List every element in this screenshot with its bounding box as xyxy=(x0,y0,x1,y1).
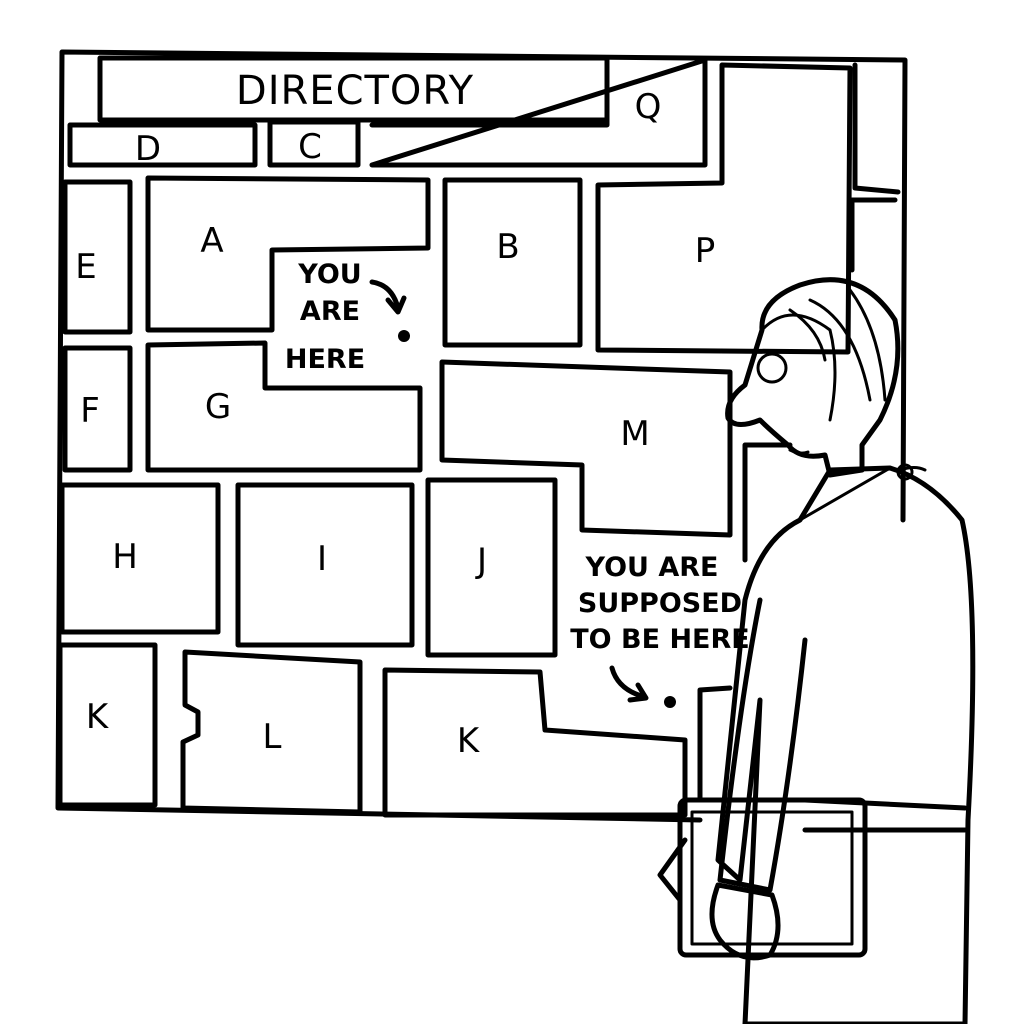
person-figure xyxy=(657,277,976,1024)
you-are-here-line1: YOU xyxy=(297,259,361,290)
label-e: E xyxy=(75,247,96,287)
label-c: C xyxy=(298,127,322,167)
directory-title: DIRECTORY xyxy=(236,68,474,114)
block-c xyxy=(267,119,361,168)
location-dot xyxy=(398,330,410,342)
you-are-here-marker: YOU ARE HERE xyxy=(285,259,410,375)
label-l: L xyxy=(263,717,282,757)
label-h: H xyxy=(112,537,138,577)
block-g xyxy=(145,340,423,473)
block-f xyxy=(62,345,133,473)
label-p: P xyxy=(695,231,716,271)
you-are-here-line2: ARE xyxy=(300,296,360,327)
label-a: A xyxy=(200,221,223,261)
map-board: DIRECTORY D C Q A B P E F G M H I J K L xyxy=(55,49,908,823)
label-d: D xyxy=(135,129,161,169)
block-p xyxy=(595,62,853,355)
supposed-line3: TO BE HERE xyxy=(570,624,749,655)
label-i: I xyxy=(317,539,327,579)
stethoscope-icon xyxy=(896,463,914,481)
block-a xyxy=(145,175,431,333)
block-k xyxy=(382,667,688,818)
supposed-line1: YOU ARE xyxy=(585,552,719,583)
person-body xyxy=(715,465,976,1024)
you-are-here-line3: HERE xyxy=(285,344,365,375)
block-h xyxy=(59,482,221,635)
label-n: M xyxy=(620,414,649,454)
body-lines xyxy=(802,797,968,833)
block-j xyxy=(425,477,558,658)
label-m: K xyxy=(86,697,110,737)
glasses-icon xyxy=(756,352,788,384)
arrow-icon xyxy=(369,279,407,315)
side-strip xyxy=(849,62,901,273)
block-q xyxy=(369,57,708,168)
person-hair xyxy=(760,288,887,422)
person-arm xyxy=(717,597,808,893)
block-d xyxy=(67,122,258,168)
block-edge xyxy=(697,685,733,803)
block-b xyxy=(442,177,583,348)
person-collar xyxy=(798,466,927,522)
side-block xyxy=(742,442,793,563)
clipboard-inner xyxy=(690,810,854,946)
block-m xyxy=(57,642,158,808)
label-g: G xyxy=(205,387,231,427)
arrow-icon xyxy=(609,665,649,703)
block-i xyxy=(235,482,415,648)
label-b: B xyxy=(496,227,519,267)
block-n xyxy=(439,359,733,538)
person-hand xyxy=(709,882,781,961)
supposed-to-be-here-marker: YOU ARE SUPPOSED TO BE HERE xyxy=(570,552,750,708)
label-f: F xyxy=(80,391,100,431)
label-j: J xyxy=(475,541,487,581)
label-k: K xyxy=(457,721,481,761)
block-l xyxy=(180,649,363,815)
supposed-line2: SUPPOSED xyxy=(578,588,742,619)
label-q: Q xyxy=(635,87,662,127)
clipboard-clip xyxy=(657,837,688,903)
person-mouth xyxy=(788,448,810,455)
block-e xyxy=(62,179,133,335)
target-dot xyxy=(664,696,676,708)
person-head xyxy=(725,277,901,478)
